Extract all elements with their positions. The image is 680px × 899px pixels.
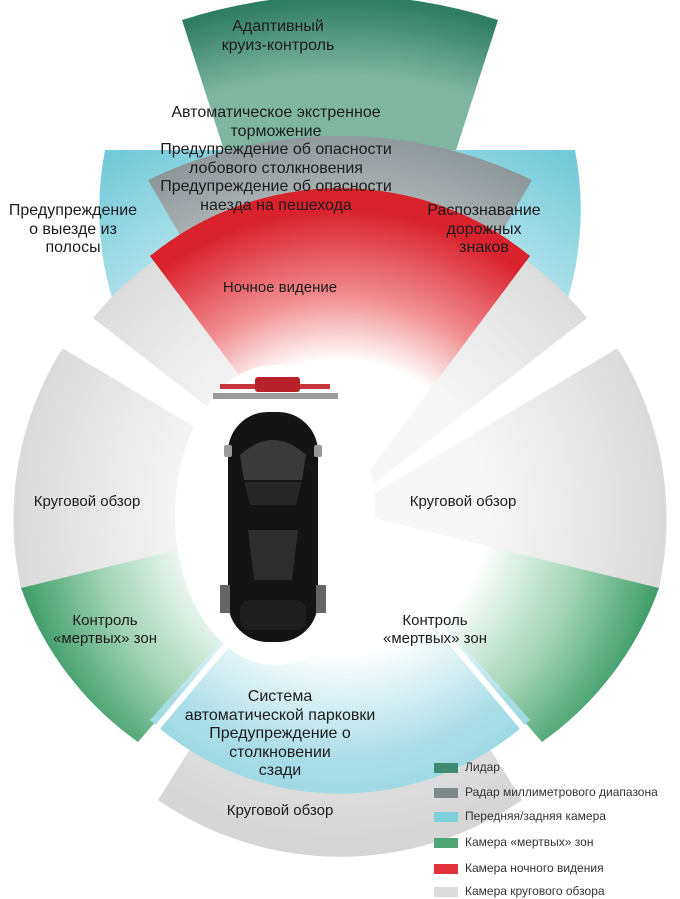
legend-label: Камера «мертвых» зон	[465, 835, 594, 849]
blind-spot-left-label: Контроль «мертвых» зон	[53, 612, 157, 647]
night-vision-zone	[150, 188, 530, 510]
legend-swatch	[434, 812, 458, 822]
legend-item-surround-camera: Камера кругового обзора	[434, 884, 680, 898]
legend-item-blind-spot-camera: Камера «мертвых» зон	[434, 835, 680, 849]
aeb-label: Автоматическое экстренное торможение Пре…	[160, 104, 392, 214]
tsr-label: Распознавание дорожных знаков	[427, 202, 541, 256]
legend-label: Камера кругового обзора	[465, 884, 605, 898]
legend-swatch	[434, 887, 458, 897]
legend-label: Радар миллиметрового диапазона	[465, 785, 658, 799]
surround-rear-label: Круговой обзор	[226, 802, 334, 819]
legend-label: Передняя/задняя камера	[465, 809, 606, 823]
ldw-label: Предупреждение о выезде из полосы	[8, 202, 138, 256]
legend-label: Камера ночного видения	[465, 861, 604, 875]
parking-label: Система автоматической парковки Предупре…	[184, 688, 376, 779]
legend-swatch	[434, 788, 458, 798]
surround-right-label: Круговой обзор	[409, 493, 517, 510]
legend-item-lidar: Лидар	[434, 760, 680, 774]
legend-swatch	[434, 763, 458, 773]
legend-item-front-rear-camera: Передняя/задняя камера	[434, 809, 680, 823]
legend-swatch	[434, 838, 458, 848]
surround-left-label: Круговой обзор	[33, 493, 141, 510]
legend-label: Лидар	[465, 760, 500, 774]
blind-spot-right-zone	[340, 510, 659, 742]
legend-item-night-vision-camera: Камера ночного видения	[434, 861, 680, 875]
blind-spot-right-label: Контроль «мертвых» зон	[383, 612, 487, 647]
rear-camera-zone	[150, 510, 530, 794]
acc-label: Адаптивный круиз-контроль	[221, 18, 335, 54]
legend-swatch	[434, 864, 458, 874]
night-vision-label: Ночное видение	[222, 279, 338, 296]
surround-right-zone	[340, 346, 667, 588]
legend-item-radar: Радар миллиметрового диапазона	[434, 785, 680, 799]
vehicle-icon	[213, 377, 338, 642]
